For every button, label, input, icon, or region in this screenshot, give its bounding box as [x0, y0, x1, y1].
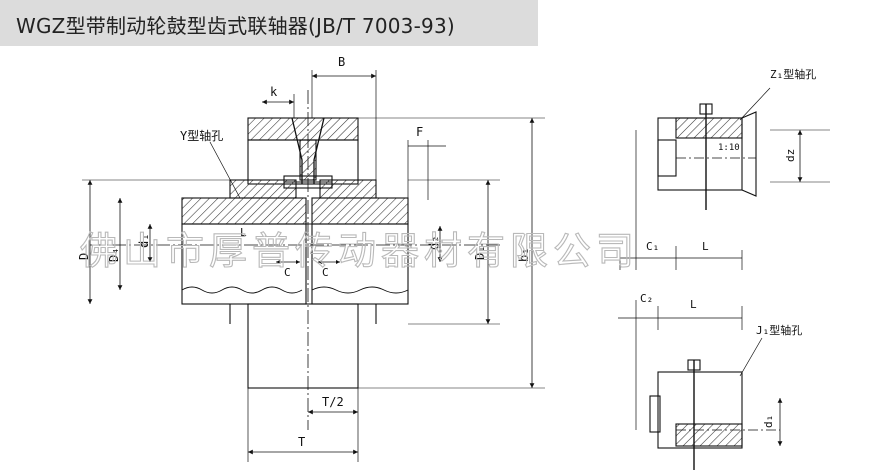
right-hub: [311, 197, 409, 225]
title-bar: WGZ型带制动轮鼓型齿式联轴器(JB/T 7003-93): [0, 0, 538, 46]
dim-F-label: F: [416, 125, 423, 139]
dim-D4-label: D₄: [107, 248, 121, 262]
dim-D1-label: D₁: [473, 246, 487, 260]
left-hub: [181, 197, 307, 225]
dim-d2-label: d₂: [427, 236, 441, 250]
dim-C1-label: C₁: [646, 240, 659, 253]
j1-bore-view: [618, 300, 783, 470]
dim-L-j1-label: L: [690, 298, 697, 311]
dim-L-z1-label: L: [702, 240, 709, 253]
right-sleeve: [319, 179, 377, 199]
y-bore-label: Y型轴孔: [180, 128, 223, 143]
company-watermark: 佛山市厚普传动器材有限公司: [80, 229, 639, 273]
dim-d1-label: d₁: [137, 234, 151, 248]
brake-drum-rim: [247, 117, 359, 141]
j1-bore-label: J₁型轴孔: [756, 323, 802, 337]
left-sleeve: [229, 179, 297, 199]
dim-C-left-label: C: [284, 266, 291, 279]
main-section-view: [82, 70, 545, 462]
dim-C2-label: C₂: [640, 292, 653, 305]
z1-bore-label: Z₁型轴孔: [770, 67, 816, 81]
dim-B-label: B: [338, 55, 345, 69]
right-shaft: [311, 223, 409, 305]
dim-d1-j1-label: d₁: [762, 415, 775, 428]
brake-drum-lower: [247, 303, 359, 389]
dim-dz-label: dz: [784, 149, 797, 162]
dim-C-right-label: C: [322, 266, 329, 279]
dim-b1-label: b₁: [517, 248, 531, 262]
taper-label: 1:10: [718, 143, 740, 153]
z1-bore-view: [619, 87, 830, 270]
dim-k-label: k: [270, 85, 278, 99]
j1-hub: [657, 371, 743, 449]
dim-T-label: T: [298, 435, 305, 449]
hub-L-label: L: [240, 226, 247, 239]
left-shaft: [181, 223, 307, 305]
dim-D-label: D: [77, 253, 91, 260]
page-title: WGZ型带制动轮鼓型齿式联轴器(JB/T 7003-93): [16, 14, 455, 38]
dim-T-half-label: T/2: [322, 395, 344, 409]
